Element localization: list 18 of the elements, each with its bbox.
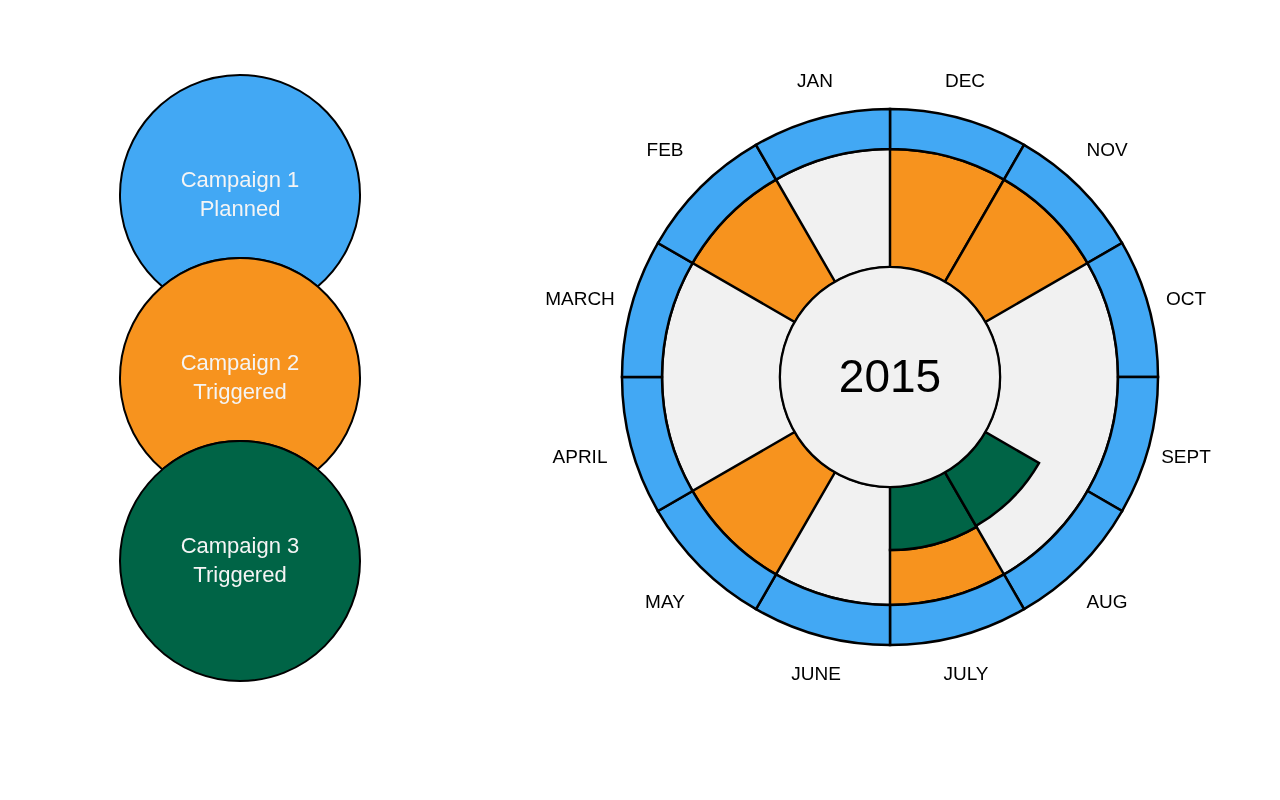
campaign-circle bbox=[118, 439, 362, 683]
month-label: DEC bbox=[944, 70, 986, 92]
month-label: FEB bbox=[646, 139, 684, 161]
campaign-name: Campaign 3 Triggered bbox=[179, 532, 301, 589]
campaign-name: Campaign 1 Planned bbox=[179, 166, 301, 223]
month-label: JAN bbox=[797, 70, 833, 92]
month-label: OCT bbox=[1165, 288, 1207, 310]
month-label: APRIL bbox=[552, 446, 608, 468]
month-label: MARCH bbox=[545, 288, 615, 310]
month-label: AUG bbox=[1086, 591, 1128, 613]
month-label: MAY bbox=[645, 591, 685, 613]
campaign-name: Campaign 2 Triggered bbox=[179, 349, 301, 406]
month-label: JULY bbox=[943, 663, 989, 685]
year-label: 2015 bbox=[837, 349, 943, 405]
month-label: SEPT bbox=[1161, 446, 1211, 468]
year-circle bbox=[778, 265, 1002, 489]
month-label: JUNE bbox=[791, 663, 841, 685]
month-label: NOV bbox=[1086, 139, 1128, 161]
